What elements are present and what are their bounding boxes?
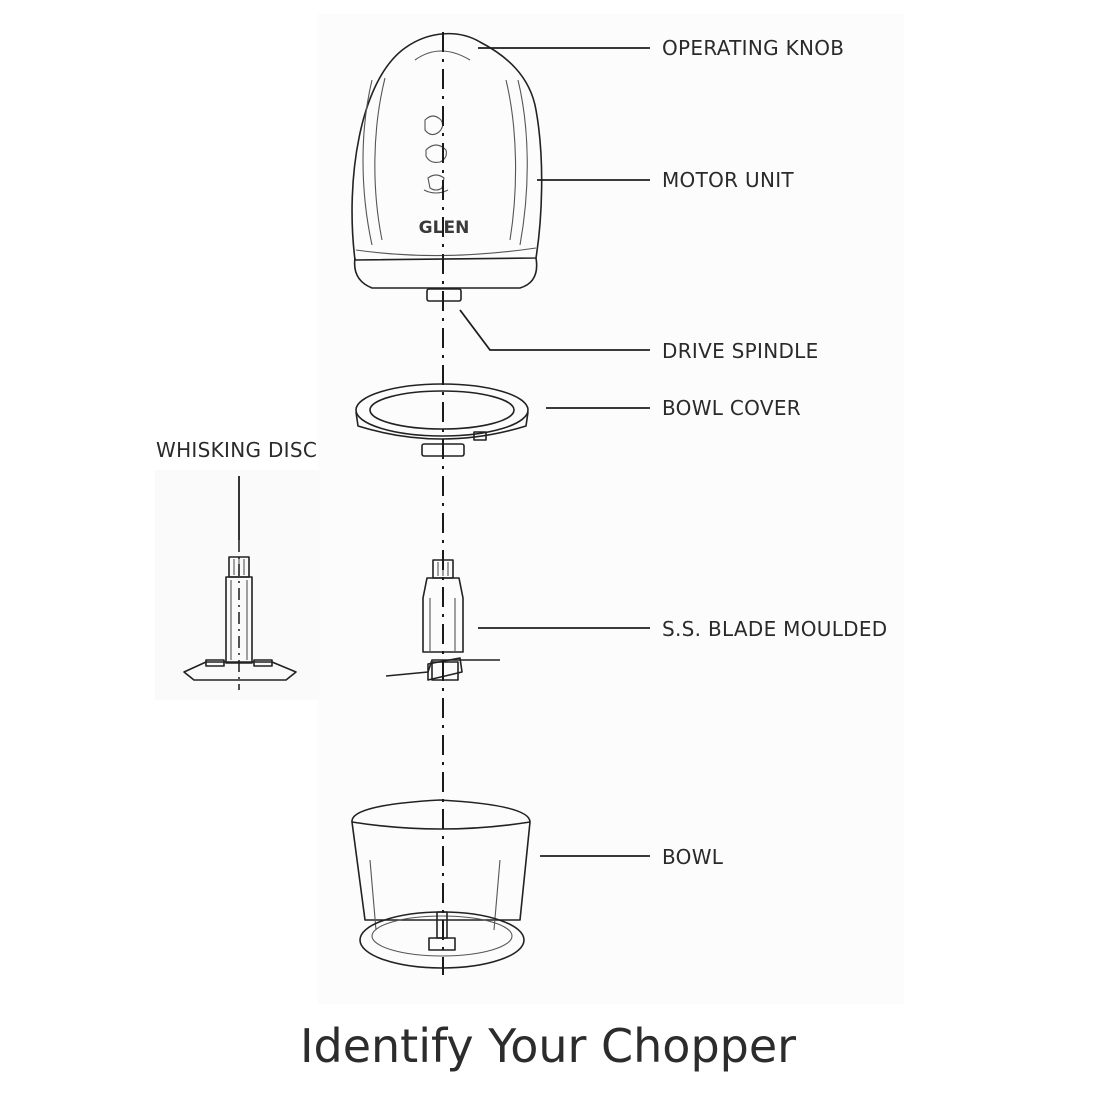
whisk-panel: [155, 470, 320, 700]
label-motor-unit: MOTOR UNIT: [662, 168, 794, 192]
label-bowl-cover: BOWL COVER: [662, 396, 801, 420]
label-blade: S.S. BLADE MOULDED: [662, 617, 887, 641]
bowl: [351, 799, 531, 969]
leader-drive-spindle: [459, 309, 650, 351]
leader-lines: [238, 47, 650, 857]
blade-assembly: [385, 559, 500, 681]
label-bowl: BOWL: [662, 845, 724, 869]
page-title: Identify Your Chopper: [300, 1019, 796, 1073]
label-operating-knob: OPERATING KNOB: [662, 36, 844, 60]
label-drive-spindle: DRIVE SPINDLE: [662, 339, 819, 363]
label-whisking-disc: WHISKING DISC: [156, 438, 317, 462]
main-panel: [318, 14, 904, 1004]
